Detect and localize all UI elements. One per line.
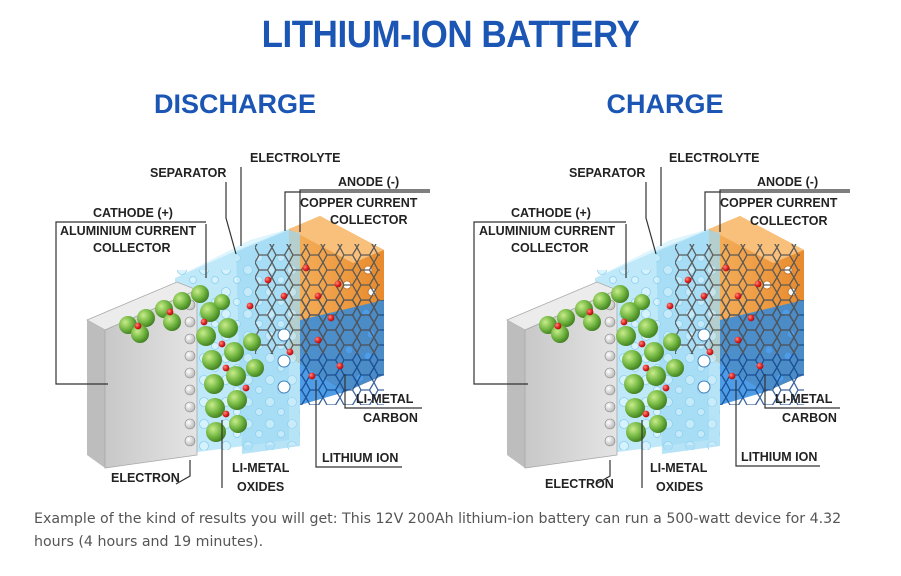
- caption-text: Example of the kind of results you will …: [34, 511, 842, 550]
- aluminium-collector-label-2: COLLECTOR: [511, 241, 589, 255]
- limetal-carbon-label-1: LI-METAL: [775, 392, 833, 406]
- copper-collector-label-1: COPPER CURRENT: [720, 196, 838, 210]
- limetal-oxides-label-1: LI-METAL: [232, 461, 290, 475]
- electron-label: ELECTRON: [545, 477, 614, 491]
- limetal-carbon-label-2: CARBON: [782, 411, 837, 425]
- charge-panel: CHARGE ELECTROLYTE SEPARATOR ANODE (-) C…: [473, 89, 850, 494]
- limetal-carbon-label-1: LI-METAL: [356, 392, 414, 406]
- lithium-ion-label: LITHIUM ION: [741, 450, 817, 464]
- aluminium-collector-label-2: COLLECTOR: [93, 241, 171, 255]
- electrolyte-label: ELECTROLYTE: [250, 151, 341, 165]
- copper-collector-label-2: COLLECTOR: [750, 214, 828, 228]
- page-title: LITHIUM-ION BATTERY: [261, 14, 640, 56]
- electrolyte-label: ELECTROLYTE: [669, 151, 760, 165]
- limetal-oxides-label-2: OXIDES: [656, 480, 703, 494]
- anode-label: ANODE (-): [338, 175, 399, 189]
- lithium-ion-label: LITHIUM ION: [322, 451, 398, 465]
- limetal-carbon-label-2: CARBON: [363, 411, 418, 425]
- discharge-heading: DISCHARGE: [154, 89, 316, 119]
- aluminium-collector-label-1: ALUMINIUM CURRENT: [60, 224, 196, 238]
- anode-label: ANODE (-): [757, 175, 818, 189]
- cathode-label: CATHODE (+): [93, 206, 173, 220]
- discharge-panel: DISCHARGE ELECTROLYTE SEPARATOR ANODE (-…: [55, 89, 430, 494]
- limetal-oxides-label-1: LI-METAL: [650, 461, 708, 475]
- separator-label: SEPARATOR: [569, 166, 645, 180]
- limetal-oxides-label-2: OXIDES: [237, 480, 284, 494]
- separator-label: SEPARATOR: [150, 166, 226, 180]
- electron-label: ELECTRON: [111, 471, 180, 485]
- charge-heading: CHARGE: [606, 89, 723, 119]
- aluminium-collector-label-1: ALUMINIUM CURRENT: [479, 224, 615, 238]
- copper-collector-label-1: COPPER CURRENT: [300, 196, 418, 210]
- cathode-label: CATHODE (+): [511, 206, 591, 220]
- copper-collector-label-2: COLLECTOR: [330, 213, 408, 227]
